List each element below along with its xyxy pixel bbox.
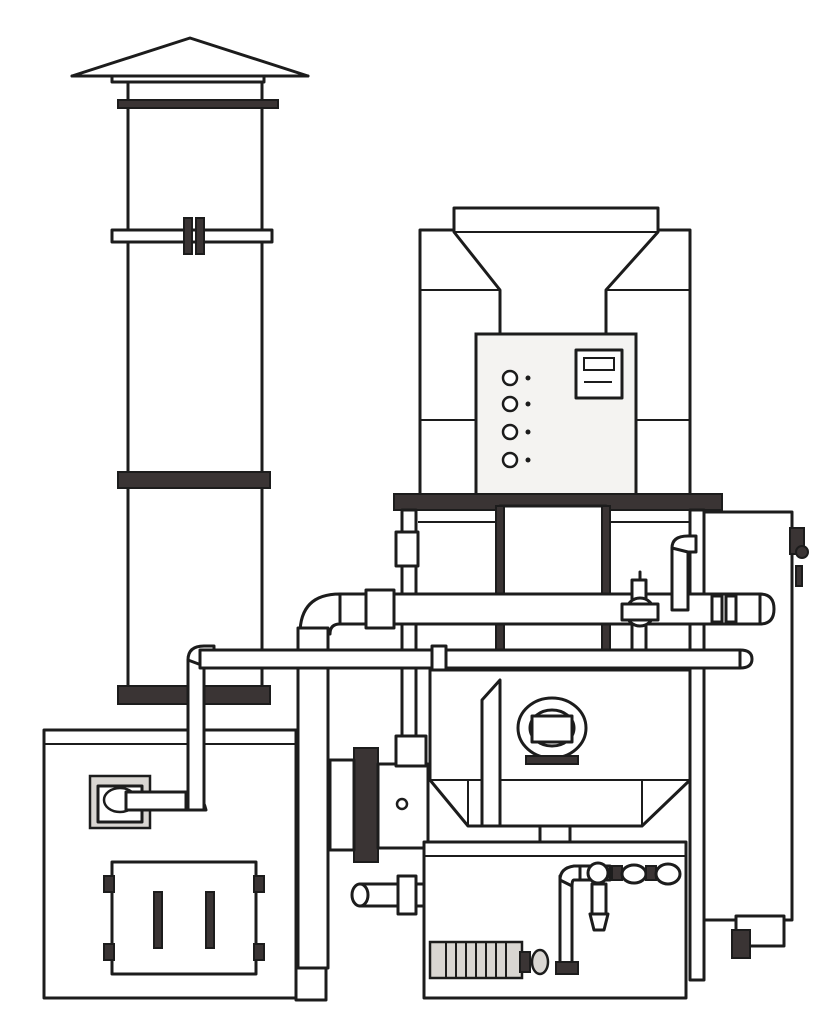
control-panel bbox=[474, 332, 638, 498]
blower-inlet bbox=[350, 874, 426, 916]
sampling-port bbox=[110, 217, 274, 255]
rain-cap bbox=[70, 36, 310, 78]
vertical-air-pipe bbox=[670, 534, 698, 612]
ash-door bbox=[103, 860, 265, 976]
door-handle-right bbox=[205, 891, 215, 949]
stack-flange-top bbox=[117, 99, 279, 109]
chamber-flange bbox=[328, 734, 430, 863]
upper-air-header bbox=[296, 588, 776, 970]
indicator-light-3 bbox=[501, 423, 519, 441]
upper-header-elbow bbox=[298, 592, 342, 636]
stack-pipe bbox=[126, 80, 264, 704]
burner-riser-pipe bbox=[186, 644, 216, 812]
indicator-light-4 bbox=[501, 451, 519, 469]
sight-glass bbox=[516, 696, 588, 765]
upper-header-coupling bbox=[364, 588, 396, 630]
stack-flange-middle bbox=[117, 471, 271, 489]
header-valve bbox=[620, 570, 660, 678]
side-housing bbox=[702, 510, 809, 959]
door-handle-left bbox=[153, 891, 163, 949]
indicator-light-1 bbox=[501, 369, 519, 387]
downcomer-pipe bbox=[296, 626, 330, 970]
blower-unit bbox=[350, 840, 688, 1000]
indicator-lights bbox=[501, 369, 531, 469]
chimney-stack bbox=[70, 36, 310, 705]
fuel-valve-train bbox=[555, 861, 682, 975]
indicator-light-2 bbox=[501, 395, 519, 413]
pressure-gauge bbox=[586, 861, 610, 885]
primary-chamber bbox=[428, 668, 692, 846]
blower-motor bbox=[428, 940, 550, 980]
lower-air-header bbox=[198, 644, 754, 674]
